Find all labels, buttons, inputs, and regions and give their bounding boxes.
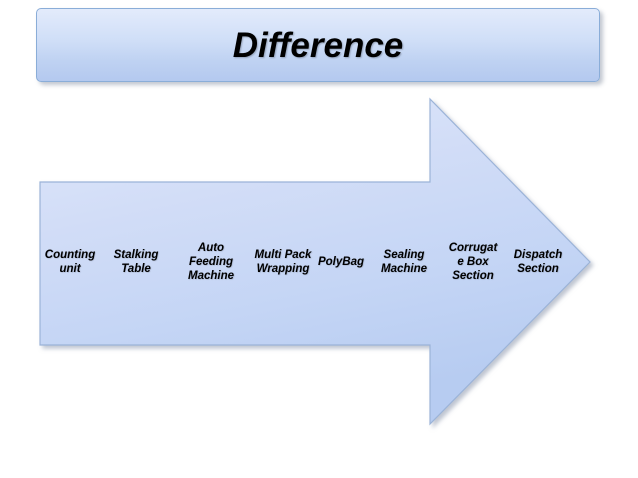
page-title: Difference <box>232 25 404 65</box>
stage-label-multi-pack-wrapping: Multi Pack Wrapping <box>254 249 312 275</box>
stage-label-counting-unit: Counting unit <box>44 249 96 275</box>
stage-label-auto-feeding-machine: Auto Feeding Machine <box>187 242 235 282</box>
stage-label-polybag: PolyBag <box>317 256 365 268</box>
stage-label-dispatch-section: Dispatch Section <box>513 249 563 275</box>
stage-label-stalking-table: Stalking Table <box>113 249 159 275</box>
stage-label-sealing-machine: Sealing Machine <box>380 249 428 275</box>
title-banner: Difference <box>36 8 600 82</box>
stage-label-corrugate-box-section: Corrugat e Box Section <box>448 242 498 282</box>
